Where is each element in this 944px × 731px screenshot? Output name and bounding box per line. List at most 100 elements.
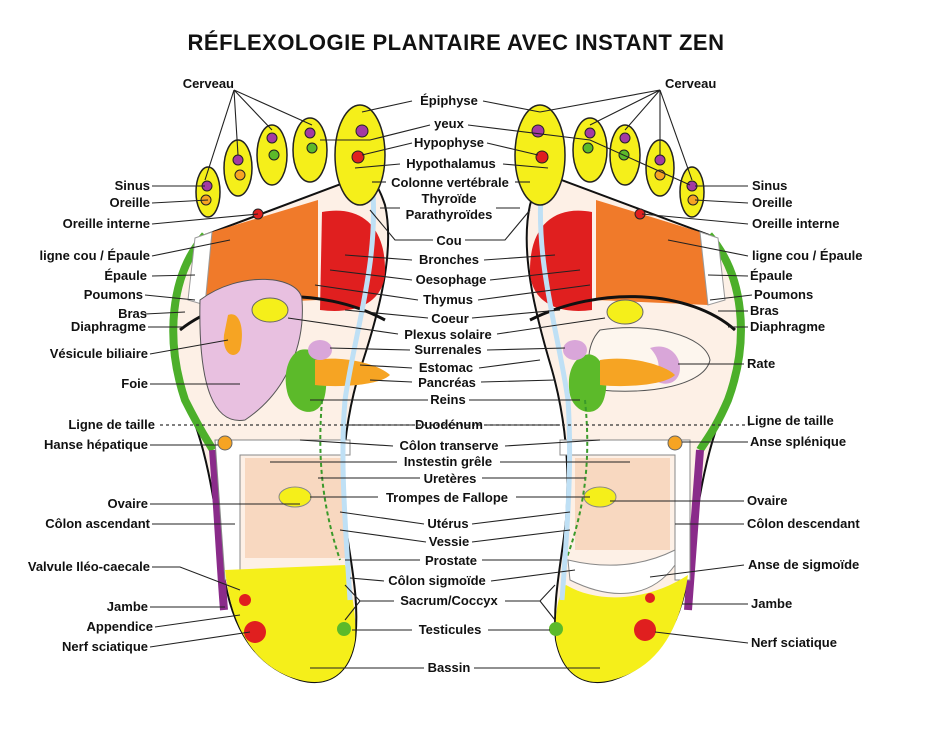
label-oreille-interne-right: Oreille interne — [752, 216, 839, 231]
right-toe-point — [531, 124, 545, 138]
right-kidney — [568, 354, 607, 412]
right-toe-point — [582, 142, 594, 154]
label-ovaire-right: Ovaire — [747, 493, 787, 508]
left-toe-5 — [195, 166, 221, 218]
left-toe-point — [232, 154, 244, 166]
label-vessie: Vessie — [429, 534, 470, 549]
label-bronches: Bronches — [419, 252, 479, 267]
label-oreille-left: Oreille — [110, 195, 150, 210]
right-toe-point — [654, 154, 666, 166]
label-epiphyse: Épiphyse — [420, 93, 478, 108]
label-testicules: Testicules — [419, 622, 482, 637]
label-duodenum: Duodénum — [415, 417, 483, 432]
label-yeux: yeux — [434, 116, 464, 131]
right-diaphragm-line — [529, 295, 736, 332]
right-toe-5 — [679, 166, 705, 218]
label-cou-epaule-left: ligne cou / Épaule — [39, 248, 150, 263]
left-toe-point — [355, 124, 369, 138]
label-cou-epaule-right: ligne cou / Épaule — [752, 248, 863, 263]
label-colonne: Colonne vertébrale — [391, 175, 509, 190]
labels-right: Cerveau Sinus Oreille Oreille interne li… — [665, 76, 863, 650]
right-splenic-flexure — [667, 435, 683, 451]
label-oreille-right: Oreille — [752, 195, 792, 210]
label-bassin: Bassin — [428, 660, 471, 675]
label-coeur: Coeur — [431, 311, 469, 326]
label-nerf-left: Nerf sciatique — [62, 639, 148, 654]
left-testicle-point — [337, 622, 351, 636]
label-nerf-right: Nerf sciatique — [751, 635, 837, 650]
label-epaule-right: Épaule — [750, 268, 793, 283]
left-appendix-point — [239, 594, 251, 606]
label-bras-right: Bras — [750, 303, 779, 318]
right-stomach — [600, 358, 675, 387]
label-sinus-left: Sinus — [115, 178, 150, 193]
label-trompes: Trompes de Fallope — [386, 490, 508, 505]
label-reins: Reins — [430, 392, 465, 407]
label-rate-right: Rate — [747, 356, 775, 371]
label-vesicule-left: Vésicule biliaire — [50, 346, 148, 361]
right-testicle-point — [549, 622, 563, 636]
label-colon-sigmoide: Côlon sigmoïde — [388, 573, 486, 588]
label-sinus-right: Sinus — [752, 178, 787, 193]
label-hypothalamus: Hypothalamus — [406, 156, 496, 171]
label-colon-asc-left: Côlon ascendant — [45, 516, 150, 531]
left-shoulder-zone — [205, 200, 318, 305]
label-valvule-left: Valvule Iléo-caecale — [28, 559, 150, 574]
right-solar-plexus — [606, 299, 644, 325]
right-shoulder-zone — [596, 200, 708, 305]
label-prostate: Prostate — [425, 553, 477, 568]
label-jambe-right: Jambe — [751, 596, 792, 611]
left-heel — [225, 565, 356, 683]
right-toe-point — [619, 132, 631, 144]
right-adrenal — [563, 340, 587, 360]
right-toe-point — [535, 150, 549, 164]
label-ureteres: Uretères — [424, 471, 477, 486]
label-jambe-left: Jambe — [107, 599, 148, 614]
label-cou: Cou — [436, 233, 461, 248]
label-poumons-left: Poumons — [84, 287, 143, 302]
label-taille-left: Ligne de taille — [68, 417, 155, 432]
right-heel — [555, 575, 688, 683]
leader-lines — [144, 89, 753, 669]
label-thymus: Thymus — [423, 292, 473, 307]
label-cerveau-right: Cerveau — [665, 76, 716, 91]
left-toe-point — [268, 149, 280, 161]
label-colon-desc-right: Côlon descendant — [747, 516, 860, 531]
label-bras-left: Bras — [118, 306, 147, 321]
left-toe-point — [304, 127, 316, 139]
left-gallbladder — [223, 314, 242, 355]
label-parathyroides: Parathyroïdes — [406, 207, 493, 222]
label-uterus: Utérus — [427, 516, 468, 531]
diagram-title: RÉFLEXOLOGIE PLANTAIRE AVEC INSTANT ZEN — [187, 30, 725, 55]
left-toe-point — [266, 132, 278, 144]
label-ovaire-left: Ovaire — [108, 496, 148, 511]
right-foot — [514, 104, 745, 683]
left-adrenal — [308, 340, 332, 360]
left-outer-purple-band — [209, 449, 228, 611]
label-cerveau-left: Cerveau — [183, 76, 234, 91]
label-colon-transverse: Côlon transerve — [400, 438, 499, 453]
label-sacrum: Sacrum/Coccyx — [400, 593, 498, 608]
label-hypophyse: Hypophyse — [414, 135, 484, 150]
right-sigmoid — [567, 549, 676, 594]
label-anse-splenique-right: Anse splénique — [750, 434, 846, 449]
label-intestin: Instestin grêle — [404, 454, 492, 469]
label-hanse-left: Hanse hépatique — [44, 437, 148, 452]
right-ureter — [565, 399, 589, 561]
right-colon — [559, 439, 691, 581]
right-leg-point — [645, 593, 655, 603]
label-plexus: Plexus solaire — [404, 327, 491, 342]
label-appendice-left: Appendice — [87, 619, 153, 634]
label-oesophage: Oesophage — [416, 272, 487, 287]
right-outer-purple-band — [684, 449, 704, 611]
left-colon — [214, 439, 351, 581]
label-diaphragme-right: Diaphragme — [750, 319, 825, 334]
labels-center: Épiphyse yeux Hypophyse Hypothalamus Col… — [386, 93, 509, 675]
left-solar-plexus — [251, 297, 289, 323]
label-anse-sigmoide-right: Anse de sigmoïde — [748, 557, 859, 572]
labels-left: Cerveau Sinus Oreille Oreille interne li… — [28, 76, 234, 654]
left-foot — [169, 104, 390, 683]
left-toe-point — [306, 142, 318, 154]
right-sciatic-point — [634, 619, 656, 641]
